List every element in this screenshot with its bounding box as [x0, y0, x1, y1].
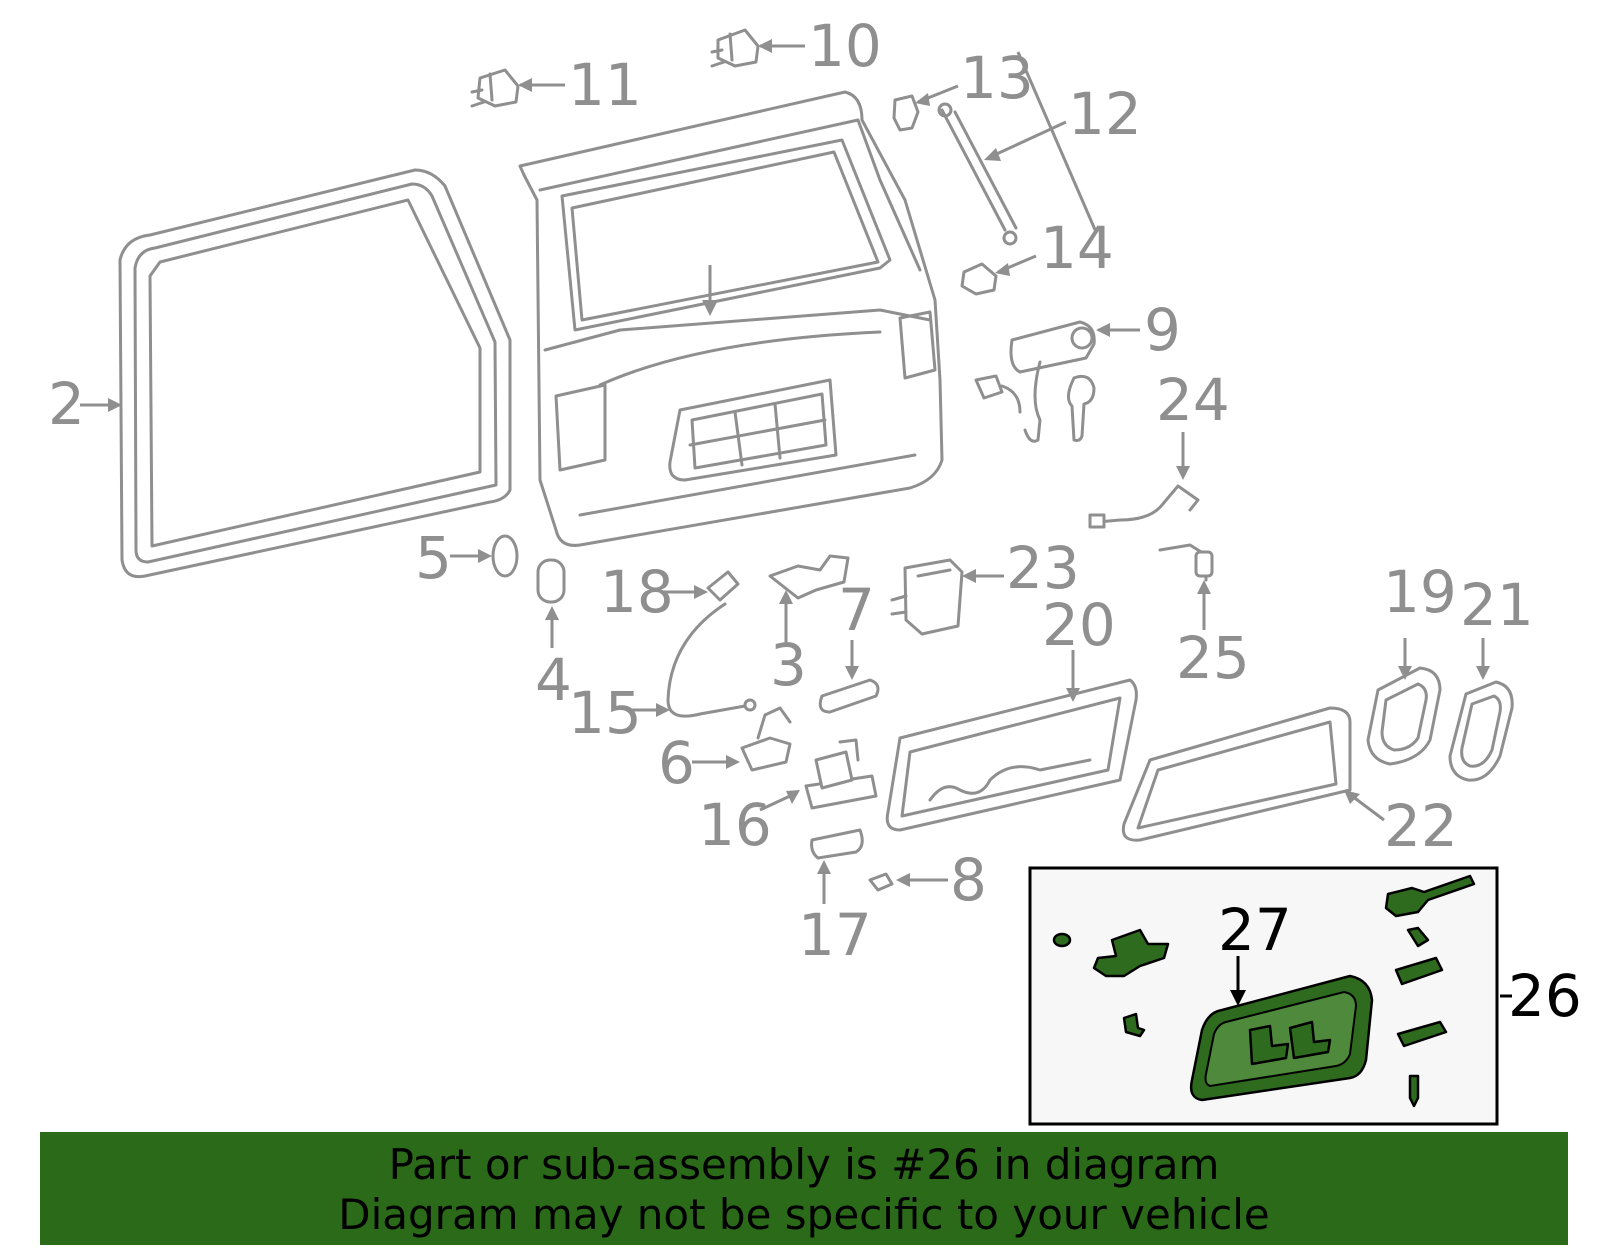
callout-25: 25 [1176, 624, 1250, 692]
part-15-cable [626, 602, 757, 718]
part-13-bracket [892, 84, 959, 132]
callout-14: 14 [1040, 214, 1114, 282]
callout-9: 9 [1144, 296, 1181, 364]
callout-17: 17 [798, 901, 872, 969]
part-25-harness [1158, 543, 1214, 630]
part-5-cap [450, 534, 519, 578]
callout-11: 11 [568, 51, 642, 119]
callout-12: 12 [1068, 80, 1142, 148]
inset-part-26 [1028, 866, 1512, 1126]
callout-24: 24 [1156, 366, 1230, 434]
part-4-stopper [536, 558, 566, 648]
part-12-strut [937, 51, 1098, 246]
callout-15: 15 [568, 679, 642, 747]
callout-3: 3 [770, 631, 807, 699]
part-24-harness [1088, 432, 1200, 529]
arrow-2 [108, 398, 122, 412]
part-14-bracket [960, 254, 1037, 296]
part-19-gasket [1366, 638, 1442, 766]
info-banner: Part or sub-assembly is #26 in diagram D… [40, 1132, 1568, 1245]
liftgate [518, 90, 944, 547]
part-17-lens [810, 828, 864, 904]
part-10-hinge [710, 28, 805, 68]
part-2-weatherstrip [118, 168, 512, 579]
part-7-cover [818, 640, 880, 714]
part-3-latch [768, 554, 850, 644]
part-23-actuator [890, 558, 1004, 636]
callout-22: 22 [1384, 792, 1458, 860]
callout-8: 8 [950, 846, 987, 914]
callout-5: 5 [415, 524, 452, 592]
part-9-lock-cylinder [974, 320, 1140, 443]
part-20-garnish [885, 650, 1138, 832]
banner-line-1: Part or sub-assembly is #26 in diagram [388, 1140, 1220, 1189]
callout-6: 6 [658, 729, 695, 797]
callout-21: 21 [1460, 571, 1534, 639]
callout-27: 27 [1218, 896, 1292, 964]
callout-10: 10 [808, 12, 882, 80]
callout-26: 26 [1508, 962, 1582, 1030]
callout-4: 4 [535, 646, 572, 714]
banner-line-2: Diagram may not be specific to your vehi… [338, 1190, 1270, 1239]
callout-20: 20 [1042, 591, 1116, 659]
part-6-handle-base [692, 706, 792, 772]
callout-13: 13 [960, 44, 1034, 112]
callout-2: 2 [48, 370, 85, 438]
part-11-hinge [470, 68, 565, 108]
part-18-clip [660, 570, 740, 602]
part-16-lamp [759, 738, 878, 812]
callout-7: 7 [838, 576, 875, 644]
part-21-gasket [1448, 638, 1514, 782]
callout-16: 16 [698, 791, 772, 859]
part-8-bulb [868, 872, 948, 892]
callout-18: 18 [600, 558, 674, 626]
part-22-frame [1121, 706, 1385, 842]
callout-23: 23 [1006, 534, 1080, 602]
callout-19: 19 [1383, 558, 1457, 626]
